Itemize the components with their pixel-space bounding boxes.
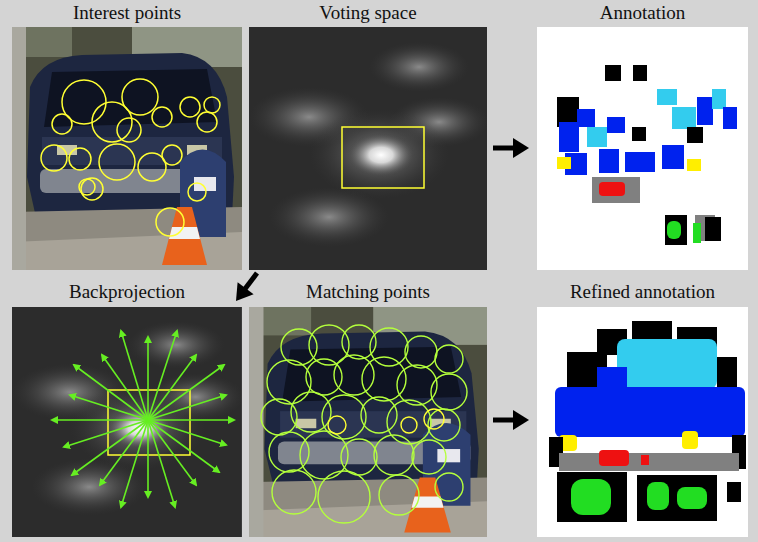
voting-heatmap <box>12 307 244 537</box>
annotation-map <box>537 27 748 270</box>
arrow-head <box>236 282 254 301</box>
interest-circles <box>328 409 444 434</box>
panel-title: Matching points <box>249 281 487 303</box>
voting-heatmap <box>249 27 489 270</box>
flow-arrow <box>493 138 529 158</box>
panel-title: Refined annotation <box>537 281 748 303</box>
panel-title: Voting space <box>249 2 487 24</box>
flow-arrow <box>236 273 257 301</box>
panel-title: Interest points <box>12 2 242 24</box>
detection-box <box>342 127 424 188</box>
arrow-shaft <box>244 273 257 290</box>
flow-arrow <box>493 410 529 430</box>
arrow-shaft <box>493 418 515 423</box>
panel-title: Backprojection <box>12 281 242 303</box>
figure-panel: Voting space <box>249 2 487 270</box>
figure-panel: Backprojection <box>12 281 242 537</box>
figure-panel: Matching points <box>249 281 487 537</box>
street-photo <box>249 307 487 537</box>
street-photo <box>12 27 242 270</box>
backprojection-arrows <box>52 331 234 507</box>
arrow-head <box>513 138 529 158</box>
arrow-shaft <box>493 146 515 151</box>
refined-annotation-map <box>537 307 748 537</box>
figure-panel: Interest points <box>12 2 242 270</box>
interest-circles <box>41 79 220 236</box>
figure-panel: Annotation <box>537 2 748 270</box>
matching-circles <box>261 325 467 523</box>
arrow-head <box>513 410 529 430</box>
panel-title: Annotation <box>537 2 748 24</box>
figure-panel: Refined annotation <box>537 281 748 537</box>
